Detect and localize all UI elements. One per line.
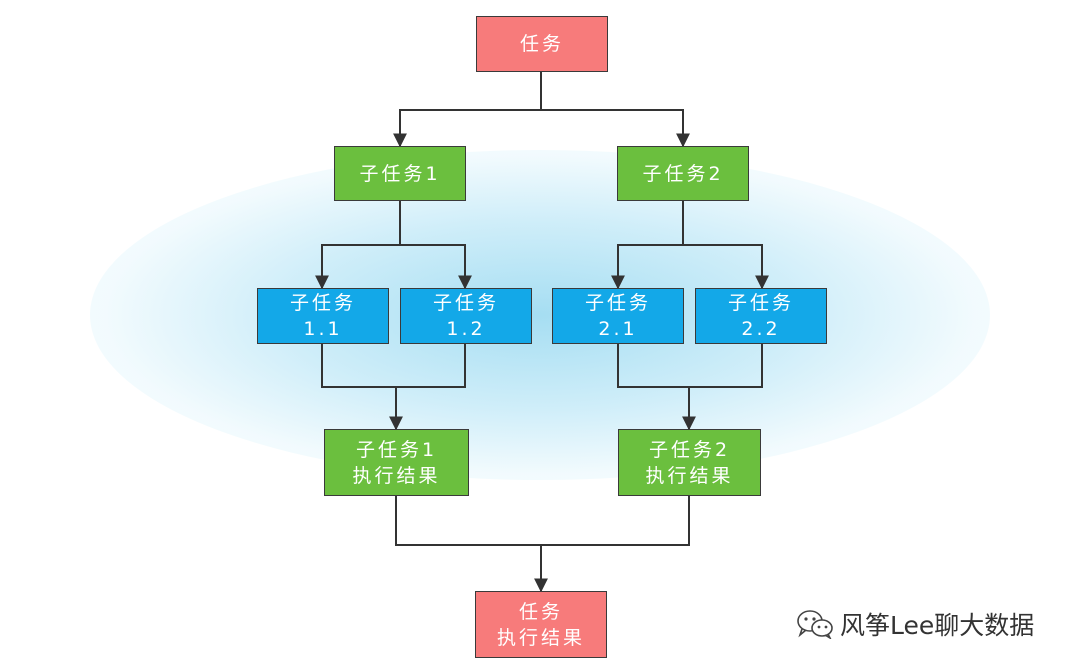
node-subtask-1-2: 子任务 1.2	[400, 288, 532, 344]
node-subtask-2-label: 子任务2	[642, 162, 724, 185]
node-subtask-2-1: 子任务 2.1	[552, 288, 684, 344]
node-subtask-1-1-line1: 子任务	[289, 292, 356, 314]
edge-11-12-merge	[321, 344, 466, 388]
node-result-2: 子任务2 执行结果	[618, 429, 761, 496]
edge-sub1-to-12	[400, 244, 472, 290]
node-subtask-1-2-line2: 1.2	[446, 318, 486, 340]
node-final-line2: 执行结果	[496, 626, 585, 649]
node-subtask-1-2-line1: 子任务	[432, 292, 499, 314]
node-subtask-2-2-line2: 2.2	[741, 318, 781, 340]
edge-sub2-to-21	[611, 200, 684, 290]
node-subtask-2-1-line2: 2.1	[598, 318, 638, 340]
node-subtask-2-2: 子任务 2.2	[695, 288, 827, 344]
edge-root-to-sub1	[393, 71, 542, 148]
node-subtask-1-label: 子任务1	[359, 162, 441, 185]
node-subtask-2-1-line1: 子任务	[584, 292, 651, 314]
wechat-icon	[797, 610, 833, 639]
node-result-1-line2: 执行结果	[352, 464, 441, 487]
node-final-result: 任务 执行结果	[475, 591, 607, 658]
node-result-1-line1: 子任务1	[355, 438, 438, 461]
edge-sub1-to-11	[315, 200, 401, 290]
node-result-2-line1: 子任务2	[648, 438, 731, 461]
edge-root-to-sub2	[541, 109, 690, 148]
background-glow	[90, 150, 990, 480]
node-subtask-1: 子任务1	[334, 146, 466, 201]
node-root-label: 任务	[519, 33, 564, 55]
node-subtask-1-1: 子任务 1.1	[257, 288, 389, 344]
watermark-text: 风筝Lee聊大数据	[840, 611, 1035, 640]
node-root-task: 任务	[476, 16, 608, 72]
node-final-line1: 任务	[518, 600, 563, 623]
edge-sub2-to-22	[683, 244, 769, 290]
node-subtask-1-1-line2: 1.1	[303, 318, 343, 340]
node-result-1: 子任务1 执行结果	[324, 429, 469, 496]
node-subtask-2-2-line1: 子任务	[727, 292, 794, 314]
watermark: 风筝Lee聊大数据	[796, 606, 1034, 642]
edge-results-merge	[395, 496, 690, 546]
node-subtask-2: 子任务2	[617, 146, 749, 201]
edge-21-22-merge	[617, 344, 763, 388]
node-result-2-line2: 执行结果	[645, 464, 734, 487]
